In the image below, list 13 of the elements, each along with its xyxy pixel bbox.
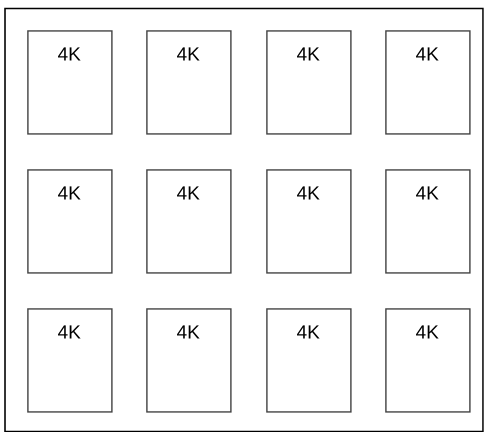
memory-box: 4K: [385, 308, 471, 413]
memory-box: 4K: [266, 30, 352, 135]
memory-box: 4K: [27, 30, 113, 135]
memory-box: 4K: [266, 308, 352, 413]
frame: [4, 8, 484, 432]
memory-box: 4K: [27, 308, 113, 413]
memory-box: 4K: [146, 30, 232, 135]
memory-box: 4K: [27, 169, 113, 274]
memory-box: 4K: [385, 30, 471, 135]
memory-box: 4K: [266, 169, 352, 274]
memory-box: 4K: [146, 308, 232, 413]
memory-box: 4K: [385, 169, 471, 274]
memory-box: 4K: [146, 169, 232, 274]
